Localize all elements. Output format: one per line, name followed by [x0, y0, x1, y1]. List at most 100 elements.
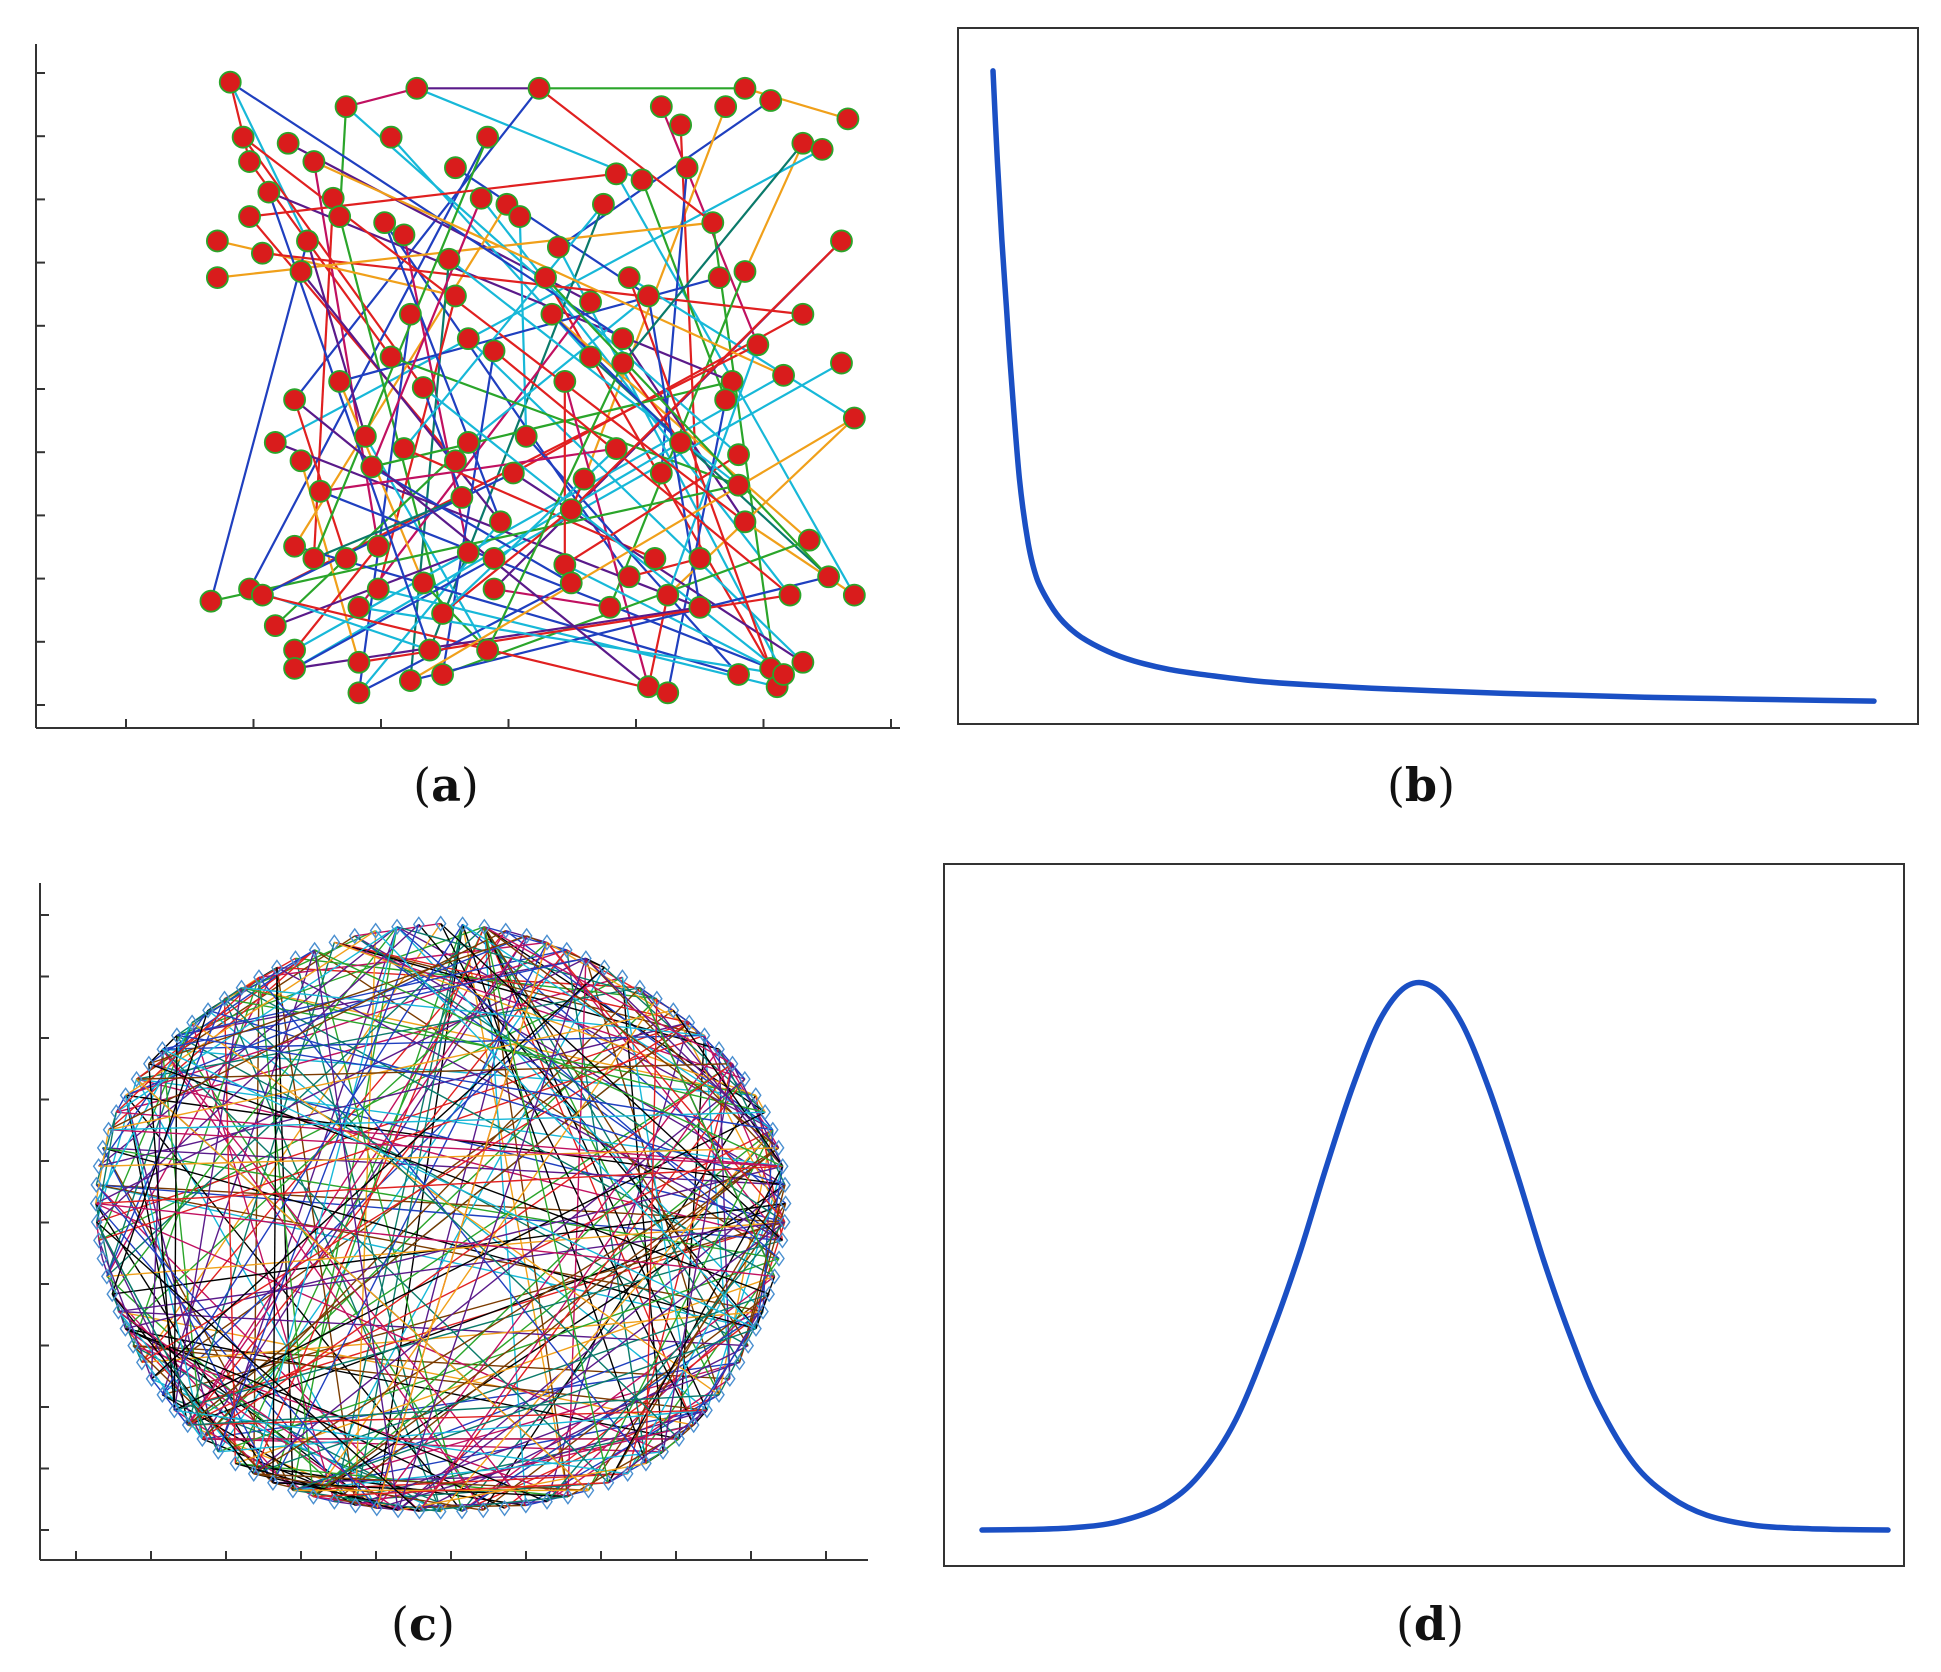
panel-c-marker [156, 1040, 169, 1058]
panel-a-node [617, 266, 641, 289]
panel-c-edge [627, 1258, 780, 1475]
panel-a-node [643, 547, 667, 570]
caption-d: (d) [1396, 1597, 1464, 1651]
panel-a-edge [410, 575, 829, 682]
panel-a-edge [564, 453, 740, 566]
panel-c-marker [181, 1416, 194, 1434]
panel-c-marker [145, 1370, 158, 1388]
panel-c-marker [110, 1104, 123, 1121]
panel-c-marker [96, 1250, 109, 1267]
panel-a-edge [666, 399, 727, 694]
panel-c-edge [111, 1010, 209, 1295]
panel-c-marker [106, 1285, 119, 1303]
panel-a-node [199, 589, 223, 613]
panel-a-node [559, 571, 583, 595]
panel-a-node [727, 473, 750, 497]
panel-a-node [308, 479, 332, 503]
panel-a-edge [422, 387, 463, 498]
panel-c-edge [187, 1202, 786, 1426]
panel-a-node [418, 638, 442, 662]
panel-c-edge [440, 923, 783, 1241]
panel-a-node [444, 156, 467, 180]
panel-a-node [604, 437, 628, 460]
panel-c-marker [135, 1354, 148, 1371]
panel-c-edge [148, 1063, 770, 1295]
panel-c-marker [119, 1087, 132, 1104]
panel-c-marker [520, 927, 533, 945]
panel-c-edge [102, 1147, 274, 1484]
panel-c-edge [115, 926, 398, 1113]
panel-a-node [630, 168, 654, 192]
panel-c-marker [541, 934, 553, 951]
panel-a-node [727, 443, 750, 467]
panel-c-marker [102, 1121, 115, 1138]
panel-a-node [366, 577, 390, 601]
panel-c-marker [778, 1213, 791, 1231]
panel-a-edge [422, 386, 785, 676]
panel-c-edge [525, 1394, 720, 1507]
panel-a-node [347, 650, 371, 674]
panel-c-marker [90, 1176, 103, 1194]
panel-a-edge [248, 136, 489, 590]
panel-c-marker [776, 1232, 789, 1249]
panel-a-node [637, 284, 660, 308]
panel-b-decay-plot [957, 27, 1919, 725]
panel-a-node [373, 211, 397, 235]
panel-c-edge [150, 1378, 189, 1426]
panel-a-edge [358, 606, 784, 676]
panel-c-edge [585, 957, 784, 1167]
panel-c-edge [755, 1094, 766, 1113]
panel-c-edge [483, 926, 749, 1347]
panel-c-edge [235, 1462, 526, 1507]
panel-a-node [334, 95, 358, 119]
panel-c-marker [779, 1176, 791, 1194]
panel-a-node [714, 388, 738, 412]
panel-c-edge [376, 1048, 720, 1509]
panel-a-edge [383, 222, 502, 523]
panel-a-node [637, 675, 660, 699]
panel-c-edge [187, 1394, 720, 1426]
panel-c-marker [235, 979, 248, 996]
panel-a-node [218, 70, 242, 94]
panel-c-edge [115, 1094, 127, 1113]
panel-c-edge [483, 926, 733, 1065]
panel-c-marker [779, 1195, 792, 1212]
panel-c-marker [478, 918, 491, 935]
panel-c-edge [141, 1021, 690, 1363]
panel-a-node [205, 229, 229, 253]
panel-a-node [611, 351, 635, 375]
panel-c-marker [434, 1503, 447, 1520]
panel-a-node [714, 95, 738, 119]
panel-a-node [797, 528, 821, 552]
panel-c-edge [151, 966, 605, 1380]
panel-c-network-plot [39, 883, 868, 1561]
panel-a-edge [293, 399, 348, 559]
panel-c-edge [397, 1184, 786, 1511]
panel-c-edge [187, 1409, 708, 1426]
panel-c-edge [292, 1473, 628, 1492]
panel-a-node [791, 650, 815, 674]
panel-a-node [791, 131, 815, 155]
panel-a-node [772, 363, 795, 387]
panel-c-edge [224, 930, 376, 1000]
panel-c-marker [212, 1443, 225, 1460]
panel-a-node [604, 162, 628, 186]
panel-a-nodes [199, 70, 866, 705]
panel-a-node [251, 583, 274, 607]
panel-c-edge [118, 1310, 694, 1426]
panel-c-edge [161, 1048, 527, 1506]
panel-c-edge [201, 1063, 733, 1440]
panel-c-edge [106, 1221, 785, 1278]
panel-c-edge [95, 1202, 775, 1278]
panel-a-node [231, 125, 255, 149]
panel-c-marker [560, 941, 573, 959]
panel-a-node [205, 266, 229, 289]
panel-c-marker [119, 1320, 132, 1337]
panel-a-node [546, 235, 570, 259]
panel-c-edge [253, 1147, 780, 1475]
panel-a-node [598, 595, 622, 619]
panel-c-marker [271, 959, 283, 976]
panel-c-edge [546, 941, 786, 1223]
panel-c-edge [125, 1328, 548, 1503]
panel-a-node [263, 614, 287, 638]
